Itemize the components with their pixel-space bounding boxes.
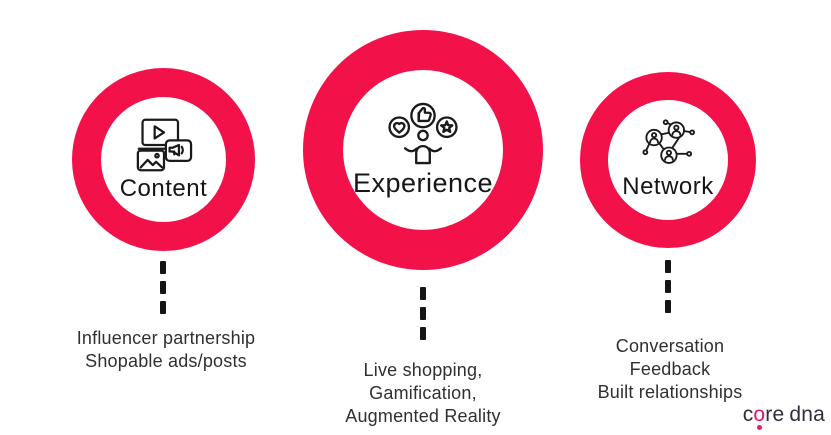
media-content-icon	[136, 118, 192, 171]
dash	[420, 327, 426, 340]
dash	[665, 280, 671, 293]
content-circle-inner: Content	[120, 117, 208, 203]
network-circle: Network	[580, 72, 756, 248]
dash	[160, 301, 166, 314]
dash	[420, 307, 426, 320]
network-circle-inner: Network	[622, 119, 714, 201]
content-title: Content	[119, 174, 208, 202]
content-dashed-connector	[160, 261, 166, 314]
logo-word-dna: dna	[789, 403, 825, 426]
network-dashed-connector	[665, 260, 671, 313]
experience-circle-inner: Experience	[353, 102, 493, 199]
content-caption: Influencer partnership Shopable ads/post…	[41, 327, 291, 373]
caption-line: Live shopping,	[363, 360, 483, 380]
experience-title: Experience	[352, 167, 494, 198]
dash	[420, 287, 426, 300]
person-reactions-icon	[388, 102, 458, 164]
connected-people-icon	[642, 119, 696, 164]
dash	[160, 261, 166, 274]
caption-line: Influencer partnership	[76, 328, 256, 348]
experience-dashed-connector	[420, 287, 426, 340]
caption-line: Feedback	[629, 359, 711, 379]
caption-line: Gamification,	[369, 383, 477, 403]
caption-line: Conversation	[615, 336, 725, 356]
dash	[160, 281, 166, 294]
network-title: Network	[622, 173, 714, 200]
network-caption: Conversation Feedback Built relationship…	[545, 335, 795, 404]
experience-caption: Live shopping, Gamification, Augmented R…	[298, 359, 548, 428]
logo-accent-letter-o: o	[753, 403, 766, 426]
dash	[665, 260, 671, 273]
caption-line: Augmented Reality	[345, 406, 501, 426]
caption-line: Built relationships	[597, 382, 743, 402]
content-circle: Content	[72, 68, 255, 251]
logo-letters-re: re	[765, 403, 785, 426]
caption-line: Shopable ads/posts	[85, 351, 247, 371]
dash	[665, 300, 671, 313]
experience-circle: Experience	[303, 30, 543, 270]
logo-letter-c: c	[742, 403, 754, 426]
